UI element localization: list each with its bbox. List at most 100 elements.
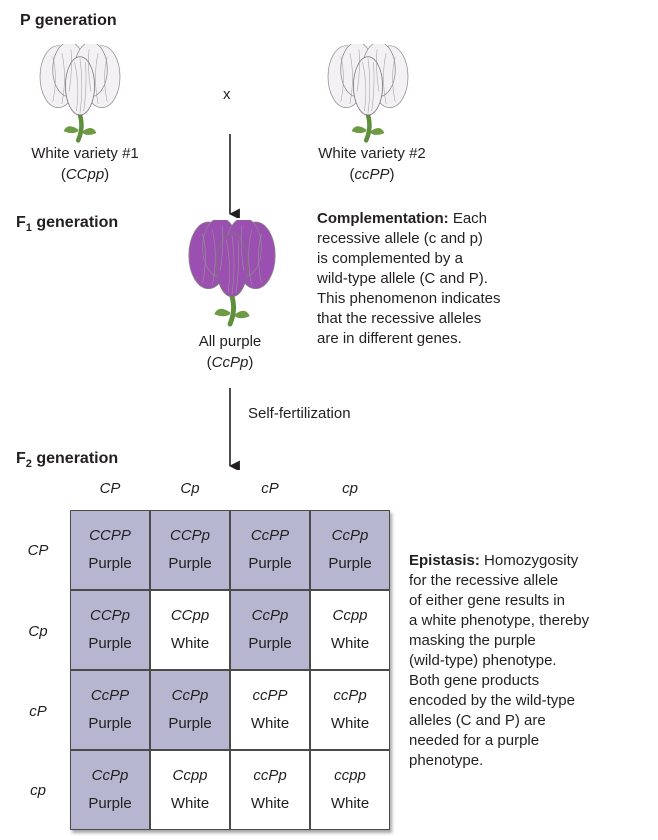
cell-genotype: ccPp: [333, 687, 367, 704]
cell-phenotype: White: [250, 795, 290, 812]
cell-phenotype: White: [250, 715, 290, 732]
punnett-row-header: Cp: [28, 623, 48, 640]
cell-phenotype: White: [330, 635, 370, 652]
self-fertilization-label: Self-fertilization: [248, 405, 351, 422]
white-flower-icon: [30, 44, 130, 144]
punnett-cell: CCPP Purple: [70, 510, 150, 590]
cell-genotype: CCPP: [89, 527, 131, 544]
cell-phenotype: Purple: [248, 635, 292, 652]
parent-1-genotype: (CCpp): [60, 166, 110, 183]
p-generation-label: P generation: [20, 12, 117, 29]
f1-sub: 1: [25, 222, 32, 235]
white-flower-icon: [318, 44, 418, 144]
punnett-row-header: CP: [27, 542, 49, 559]
parent-1-genotype-text: CCpp: [65, 166, 105, 183]
parent-1-name: White variety #1: [31, 145, 139, 162]
parent-2-genotype-text: ccPP: [354, 166, 390, 183]
parent-2-label: White variety #2 (ccPP): [287, 143, 457, 185]
note-line: Homozygosity: [479, 552, 579, 569]
cell-genotype: ccpp: [334, 767, 366, 784]
note-line: recessive allele (c and p): [317, 230, 483, 247]
f2-sub: 2: [25, 458, 32, 471]
f2-suffix: generation: [31, 450, 119, 467]
f1-prefix: F: [16, 214, 26, 231]
cell-genotype: ccPp: [253, 767, 287, 784]
f1-offspring-name: All purple: [198, 333, 262, 350]
cross-arrow: [228, 134, 240, 218]
f1-offspring-genotype: (CcPp): [206, 354, 254, 371]
note-line: encoded by the wild-type: [409, 692, 575, 709]
f1-suffix: generation: [31, 214, 119, 231]
note-line: Both gene products: [409, 672, 540, 689]
punnett-col-header: Cp: [180, 480, 200, 497]
punnett-col-header: cP: [261, 480, 279, 497]
note-line: This phenomenon indicates: [317, 290, 501, 307]
note-line: needed for a purple: [409, 732, 540, 749]
cell-genotype: CCpp: [170, 607, 210, 624]
cell-phenotype: White: [170, 635, 210, 652]
note-line: alleles (C and P) are: [409, 712, 546, 729]
note-line: of either gene results in: [409, 592, 565, 609]
note-line: a white phenotype, thereby: [409, 612, 590, 629]
cell-genotype: CcPp: [171, 687, 209, 704]
parent-2-name: White variety #2: [318, 145, 426, 162]
cell-genotype: CcPP: [90, 687, 130, 704]
f2-prefix: F: [16, 450, 26, 467]
f1-offspring-label: All purple (CcPp): [160, 331, 300, 373]
punnett-cell: CcPP Purple: [70, 670, 150, 750]
cell-genotype: ccPP: [252, 687, 288, 704]
cell-phenotype: Purple: [328, 555, 372, 572]
parent-2-genotype: (ccPP): [349, 166, 395, 183]
cell-genotype: CCPp: [169, 527, 210, 544]
punnett-cell: CcPP Purple: [230, 510, 310, 590]
self-fertilization-arrow: [228, 388, 240, 470]
note-line: phenotype.: [409, 752, 484, 769]
purple-flower-icon: [182, 220, 282, 328]
cell-phenotype: Purple: [88, 555, 132, 572]
note-line: masking the purple: [409, 632, 536, 649]
cell-phenotype: White: [330, 795, 370, 812]
punnett-cell: ccPP White: [230, 670, 310, 750]
epistasis-title: Epistasis:: [409, 552, 480, 569]
note-line: are in different genes.: [317, 330, 462, 347]
f1-generation-label: F1 generation: [16, 214, 118, 234]
punnett-col-header: CP: [99, 480, 121, 497]
cell-genotype: CcPp: [91, 767, 129, 784]
cell-phenotype: Purple: [88, 715, 132, 732]
punnett-row-header: cP: [29, 703, 47, 720]
cell-genotype: CcPp: [251, 607, 289, 624]
cell-phenotype: Purple: [88, 635, 132, 652]
cell-genotype: Ccpp: [332, 607, 368, 624]
cell-phenotype: Purple: [88, 795, 132, 812]
note-line: Each: [448, 210, 488, 227]
cell-genotype: CcPP: [250, 527, 290, 544]
note-line: (wild-type) phenotype.: [409, 652, 557, 669]
note-line: for the recessive allele: [409, 572, 559, 589]
note-line: is complemented by a: [317, 250, 463, 267]
complementation-title: Complementation:: [317, 210, 449, 227]
cross-symbol: x: [223, 86, 231, 103]
parent-1-label: White variety #1 (CCpp): [0, 143, 170, 185]
epistasis-note: Epistasis: Homozygosity for the recessiv…: [409, 551, 654, 771]
cell-phenotype: Purple: [248, 555, 292, 572]
cell-phenotype: White: [170, 795, 210, 812]
complementation-note: Complementation: Each recessive allele (…: [317, 209, 647, 349]
punnett-col-header: cp: [342, 480, 358, 497]
cell-phenotype: Purple: [168, 555, 212, 572]
cell-genotype: CcPp: [331, 527, 369, 544]
cell-genotype: Ccpp: [172, 767, 208, 784]
cell-phenotype: White: [330, 715, 370, 732]
f2-generation-label: F2 generation: [16, 450, 118, 470]
cell-phenotype: Purple: [168, 715, 212, 732]
